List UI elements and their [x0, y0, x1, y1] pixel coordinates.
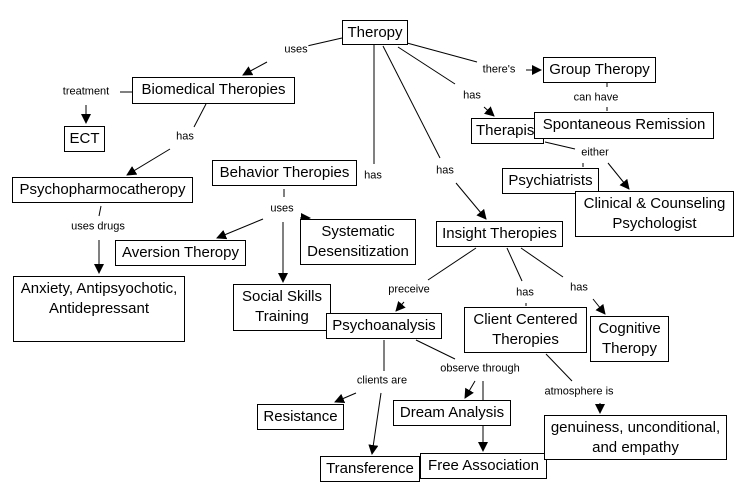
edge-therapy-has-therapist: [397, 46, 456, 85]
link-label-can-have: can have: [572, 91, 620, 105]
link-label-preceive: preceive: [387, 283, 431, 297]
link-label-either: either: [580, 146, 610, 160]
concept-node-group-therapy[interactable]: Group Theropy: [543, 57, 656, 83]
edge-has-cognitive: [592, 298, 606, 315]
concept-node-psychopharmacotherapy[interactable]: Psychopharmocatheropy: [12, 177, 193, 203]
link-label-uses: uses: [269, 202, 295, 216]
edge-psychopharm-usesdrugs: [98, 205, 102, 217]
link-label-uses: uses: [283, 43, 309, 57]
link-label-clients-are: clients are: [355, 374, 409, 388]
concept-node-systematic-desensitization[interactable]: Systematic Desensitization: [300, 219, 416, 265]
link-label-theres: there's: [481, 63, 517, 77]
concept-node-social-skills-training[interactable]: Social Skills Training: [233, 284, 331, 331]
concept-node-free-association[interactable]: Free Association: [420, 453, 547, 479]
link-label-has: has: [569, 281, 589, 295]
concept-node-client-centered-therapies[interactable]: Client Centered Theropies: [464, 307, 587, 353]
edge-insight-has-client: [506, 247, 523, 282]
link-label-has: has: [175, 130, 195, 144]
edge-clientsare-resistance: [334, 392, 357, 404]
edge-either-clinical: [607, 162, 630, 190]
edge-client-atmosphere: [545, 353, 573, 382]
concept-node-psychoanalysis[interactable]: Psychoanalysis: [326, 313, 442, 339]
concept-node-spontaneous-remission[interactable]: Spontaneous Remission: [534, 112, 714, 139]
edge-therapist-either: [544, 141, 576, 150]
link-label-has: has: [462, 89, 482, 103]
link-label-has: has: [363, 169, 383, 183]
link-label-treatment: treatment: [61, 85, 111, 99]
link-label-has: has: [435, 164, 455, 178]
concept-node-therapy[interactable]: Theropy: [342, 20, 408, 45]
concept-node-behavior-therapies[interactable]: Behavior Theropies: [212, 160, 357, 186]
edge-insight-has-cognitive: [520, 247, 564, 278]
edge-has-insight: [455, 182, 487, 220]
link-label-observe-through: observe through: [439, 362, 521, 376]
concept-node-clinical-counseling-psychologist[interactable]: Clinical & Counseling Psychologist: [575, 191, 734, 237]
link-label-has: has: [515, 286, 535, 300]
concept-node-cognitive-therapy[interactable]: Cognitive Theropy: [590, 316, 669, 362]
concept-node-drug-types[interactable]: Anxiety, Antipsyochotic, Antidepressant: [13, 276, 185, 342]
edge-insight-preceive: [427, 247, 477, 281]
link-label-uses-drugs: uses drugs: [70, 220, 126, 234]
concept-node-dream-analysis[interactable]: Dream Analysis: [393, 400, 511, 426]
edge-therapy-has-insight: [382, 45, 441, 159]
concept-node-biomedical-therapies[interactable]: Biomedical Theropies: [132, 77, 295, 104]
edge-clientsare-transference: [368, 392, 382, 455]
link-label-atmosphere-is: atmosphere is: [543, 385, 615, 399]
edge-therapy-theres: [406, 42, 478, 63]
concept-node-psychiatrists[interactable]: Psychiatrists: [502, 168, 599, 194]
concept-node-aversion-therapy[interactable]: Aversion Theropy: [115, 240, 246, 266]
concept-node-insight-therapies[interactable]: Insight Theropies: [436, 221, 563, 247]
edge-preceive-psychoanalysis: [395, 300, 406, 312]
edge-uses-aversion: [216, 218, 264, 240]
concept-node-therapist[interactable]: Therapist: [471, 118, 544, 144]
edge-biomedical-has: [193, 103, 207, 128]
concept-node-ect[interactable]: ECT: [64, 126, 105, 152]
concept-node-genuineness-empathy[interactable]: genuiness, unconditional, and empathy: [544, 415, 727, 460]
edge-has-therapist: [483, 106, 495, 117]
concept-node-resistance[interactable]: Resistance: [257, 404, 344, 430]
concept-node-transference[interactable]: Transference: [320, 456, 420, 482]
edge-has-psychopharm: [126, 148, 171, 176]
edge-psychoanalysis-observe: [415, 339, 456, 360]
edge-observe-dream: [464, 380, 476, 399]
edge-therapy-uses: [306, 37, 343, 47]
edge-uses-biomedical: [242, 61, 268, 76]
